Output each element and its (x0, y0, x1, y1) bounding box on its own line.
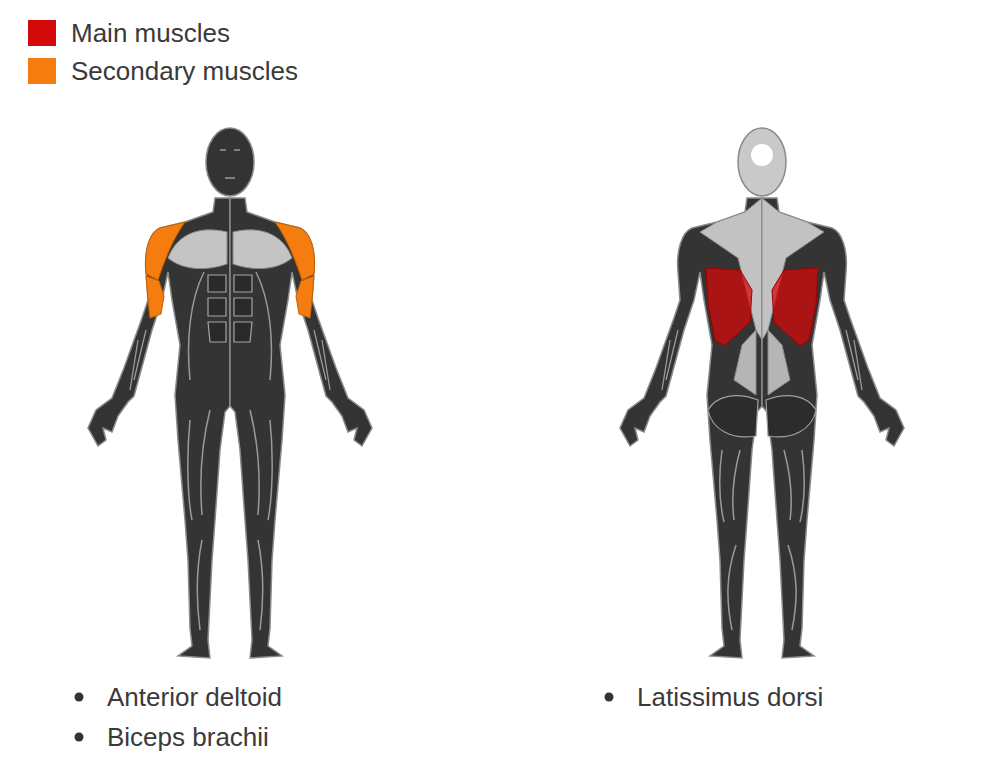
leg-lines (720, 450, 740, 630)
front-figure (88, 128, 372, 658)
back-figure (620, 128, 904, 658)
face-lines (220, 150, 240, 178)
head-highlight (751, 144, 773, 166)
forearm-lines (130, 330, 146, 390)
back-half-body (620, 198, 762, 658)
legend-text: Main muscles (71, 17, 230, 49)
bullet (75, 733, 84, 742)
front-half-body (88, 198, 230, 658)
muscle-label: Biceps brachii (107, 720, 269, 754)
legend-swatch (28, 58, 56, 84)
biceps-brachii (146, 276, 164, 318)
muscle-label: Anterior deltoid (107, 680, 282, 714)
oblique-line (189, 272, 204, 380)
legend-item: Main muscles (28, 19, 230, 47)
head (738, 128, 786, 196)
bullet (75, 693, 84, 702)
bullet (605, 693, 614, 702)
muscle-label: Latissimus dorsi (637, 680, 823, 714)
latissimus-dorsi (706, 268, 752, 346)
legend-text: Secondary muscles (71, 55, 298, 87)
anterior-deltoid (146, 222, 185, 280)
legend-swatch (28, 20, 56, 46)
back-half-mirror (762, 198, 904, 658)
leg-lines (188, 410, 210, 630)
body-silhouette (88, 198, 230, 658)
legend-item: Secondary muscles (28, 57, 298, 85)
front-half-mirror (230, 198, 372, 658)
abdominals (208, 275, 226, 342)
forearm-lines (662, 330, 678, 390)
gluteus (708, 396, 758, 437)
body-silhouette (620, 198, 762, 658)
lower-back (734, 330, 756, 395)
head (206, 128, 254, 196)
